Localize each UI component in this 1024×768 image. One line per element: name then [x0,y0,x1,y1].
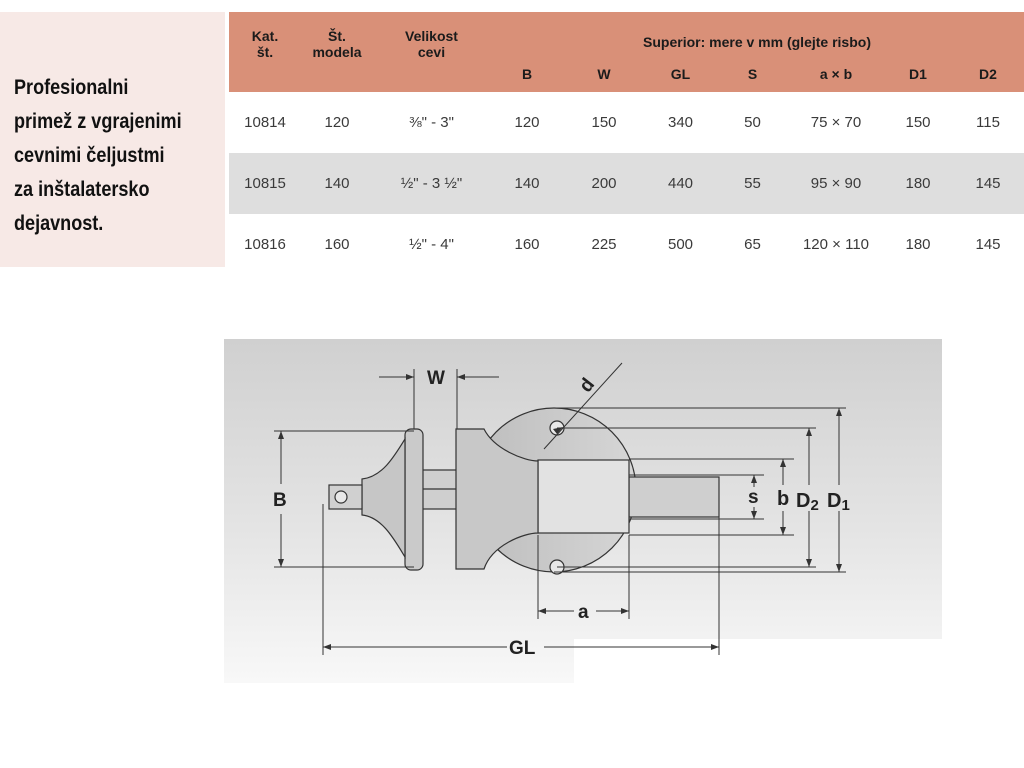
table-cell: 120 [324,114,350,131]
table-cell: 440 [644,153,717,214]
header-kat: Kat. št. [229,12,301,92]
vise-technical-drawing: W d B s b D2 D1 a GL [224,339,942,683]
label-D1: D1 [827,490,850,514]
label-B: B [273,490,287,511]
table-cell: 200 [564,153,644,214]
table-cell: 65 [744,236,761,253]
table-cell: ⅜" - 3" [409,114,454,131]
specifications-table: Kat. št. Št. modela Velikost cevi Superi… [229,12,1024,275]
spindle-cone [361,436,406,560]
description-panel: Profesionalni primež z vgrajenimi cevnim… [0,12,225,267]
header-dim: B [490,56,564,92]
table-cell: 115 [976,114,1000,131]
table-cell: ½" - 3 ½" [373,153,490,214]
product-description: Profesionalni primež z vgrajenimi cevnim… [14,76,182,235]
header-model: Št. modela [301,12,373,92]
table-cell: 150 [905,114,931,131]
table-row: 10816 160 ½" - 4" 160 225 500 65 120 × 110 180 14… [229,214,1024,275]
header-dim: a × b [788,56,884,92]
header-dim: S [717,56,788,92]
label-a: a [578,602,589,623]
table-cell: 10815 [229,153,301,214]
table-cell: 95 × 90 [788,153,884,214]
label-GL: GL [509,638,536,659]
label-b: b [777,488,789,510]
handle-hole [334,490,348,504]
table-cell: 55 [717,153,788,214]
header-dim: GL [644,56,717,92]
table-cell: 225 [591,236,617,253]
table-cell: 500 [667,236,694,253]
table-cell: 50 [744,114,761,131]
table-cell: ½" - 4" [409,236,454,253]
label-s: s [748,487,759,508]
table-cell: 180 [905,236,931,253]
moving-jaw-plate [404,428,424,571]
table-cell: 120 × 110 [802,236,870,253]
header-dim: D1 [884,56,952,92]
header-dim: D2 [952,56,1024,92]
table-cell: 10814 [244,114,286,131]
table-cell: 340 [667,114,694,131]
header-velikost: Velikost cevi [373,12,490,92]
header-superior: Superior: mere v mm (glejte risbo) [490,12,1024,56]
table-cell: 145 [952,153,1024,214]
fixed-jaw [455,428,539,570]
table-cell: 10816 [244,236,286,253]
table-row: 10814 120 ⅜" - 3" 120 150 340 50 75 × 70 150 115 [229,92,1024,153]
jaw-opening [537,459,630,534]
table-cell: 120 [514,114,540,131]
back-bar [628,476,720,518]
table-cell: 180 [884,153,952,214]
table-cell: 145 [975,236,1001,253]
table-cell: 160 [514,236,540,253]
table-cell: 140 [301,153,373,214]
label-W: W [427,368,445,389]
table-cell: 140 [490,153,564,214]
table-cell: 160 [324,236,350,253]
header-dim: W [564,56,644,92]
label-D2: D2 [796,490,819,514]
table-cell: 150 [591,114,617,131]
table-cell: 75 × 70 [810,114,862,131]
